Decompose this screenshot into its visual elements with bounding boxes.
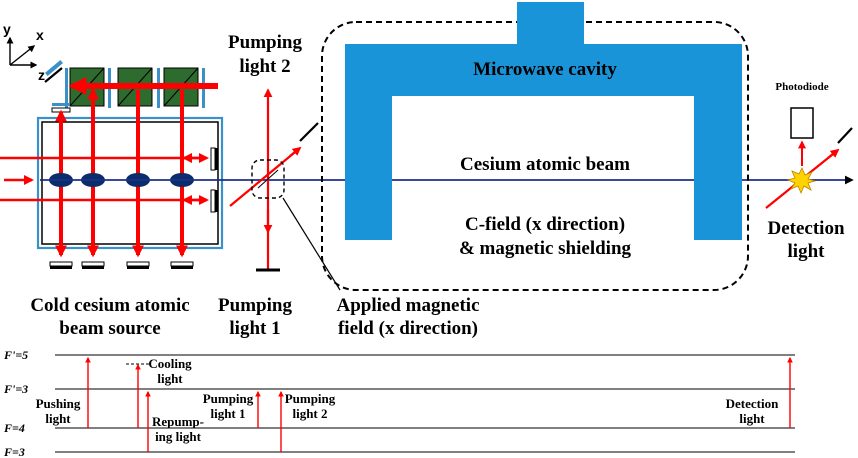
pumping2-label-l2: light 2 xyxy=(292,406,327,421)
cooling-label-l2: light xyxy=(157,371,183,386)
pumping-region xyxy=(229,88,341,291)
detection-tr-label-l2: light xyxy=(739,411,765,426)
mirror-icon xyxy=(299,122,319,142)
detection-tr-label-l1: Detection xyxy=(726,396,779,411)
mirror-icon xyxy=(44,67,63,83)
axis-z-label: z xyxy=(38,67,45,83)
microwave-cavity xyxy=(345,2,742,240)
pumping-light-2-label-l2: light 2 xyxy=(239,56,290,77)
repumping-label-l2: ing light xyxy=(155,429,202,444)
detection-region xyxy=(765,107,853,209)
magnetic-shielding-outline xyxy=(321,21,749,291)
pushing-label-l1: Pushing xyxy=(36,396,81,411)
photodiode-label: Photodiode xyxy=(775,81,828,93)
level-label-f5: F'=5 xyxy=(3,348,28,362)
microwave-cavity-assembly xyxy=(321,2,749,291)
photodiode-icon xyxy=(790,107,814,139)
coordinate-axes: y x z xyxy=(3,21,45,83)
repumping-label-l1: Repump- xyxy=(152,414,204,429)
bottom-mirrors xyxy=(49,261,194,269)
pushing-label-l2: light xyxy=(45,411,71,426)
c-field-label-l2: & magnetic shielding xyxy=(459,238,632,259)
energy-level-diagram: F'=5 F'=3 F=4 F=3 Pushing light Cooling … xyxy=(3,348,795,458)
cold-source-label-l2: beam source xyxy=(59,318,161,339)
cold-source-label-l1: Cold cesium atomic xyxy=(30,295,189,316)
level-label-f3p: F'=3 xyxy=(3,382,28,396)
pumping1-label-l2: light 1 xyxy=(210,406,245,421)
cooling-label-l1: Cooling xyxy=(148,356,192,371)
cesium-beam-label: Cesium atomic beam xyxy=(460,154,630,175)
applied-field-label-l2: field (x direction) xyxy=(338,318,478,339)
pumping1-label-l1: Pumping xyxy=(203,391,254,406)
fluorescence-star-icon xyxy=(786,167,817,195)
applied-field-label-l1: Applied magnetic xyxy=(336,295,479,316)
pumping2-label-l1: Pumping xyxy=(285,391,336,406)
microwave-cavity-label: Microwave cavity xyxy=(473,59,617,80)
c-field-label-l1: C-field (x direction) xyxy=(465,214,625,235)
mirror-icon xyxy=(837,127,853,144)
cold-atom-source xyxy=(0,60,224,269)
pumping-light-2-label-l1: Pumping xyxy=(228,32,302,53)
axis-y-label: y xyxy=(3,21,11,37)
pumping-light-1-label-l1: Pumping xyxy=(218,295,292,316)
detection-light-label-l2: light xyxy=(788,241,826,262)
detection-light-label-l1: Detection xyxy=(767,218,844,239)
pumping-light-1-label-l2: light 1 xyxy=(229,318,280,339)
level-label-f4: F=4 xyxy=(3,421,25,435)
level-label-f3: F=3 xyxy=(3,445,25,458)
axis-x-label: x xyxy=(36,27,44,43)
